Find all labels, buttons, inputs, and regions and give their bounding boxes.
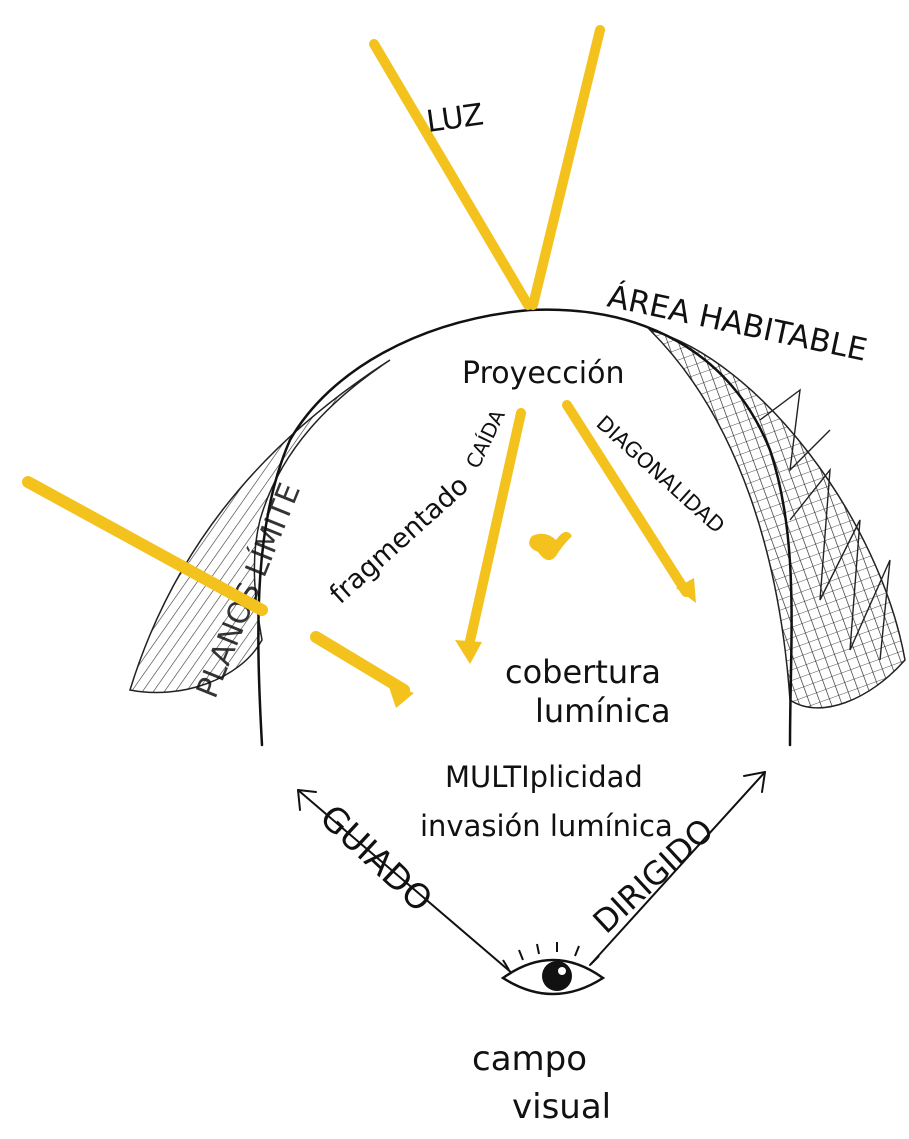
label-luz: LUZ: [424, 97, 486, 140]
ray-arrow-horizontal: [316, 637, 404, 690]
label-proyeccion: Proyección: [462, 356, 625, 391]
center-splash: [529, 532, 572, 560]
label-luminica: lumínica: [535, 692, 671, 730]
eye-icon: [503, 942, 603, 994]
label-fragmentado: fragmentado: [324, 470, 475, 610]
ray-top-right: [533, 30, 600, 305]
label-caida: CAÍDA: [461, 405, 510, 472]
ray-top-left: [374, 44, 528, 305]
label-multiplicidad: MULTIplicidad: [445, 760, 643, 794]
label-campo: campo: [472, 1039, 587, 1079]
label-cobertura: cobertura: [505, 653, 661, 691]
label-area-habitable: ÁREA HABITABLE: [604, 279, 870, 369]
arrowhead-caida: [455, 640, 482, 664]
label-visual: visual: [512, 1087, 611, 1127]
right-hatched-band: [650, 330, 905, 708]
label-invasion: invasión lumínica: [420, 809, 673, 843]
